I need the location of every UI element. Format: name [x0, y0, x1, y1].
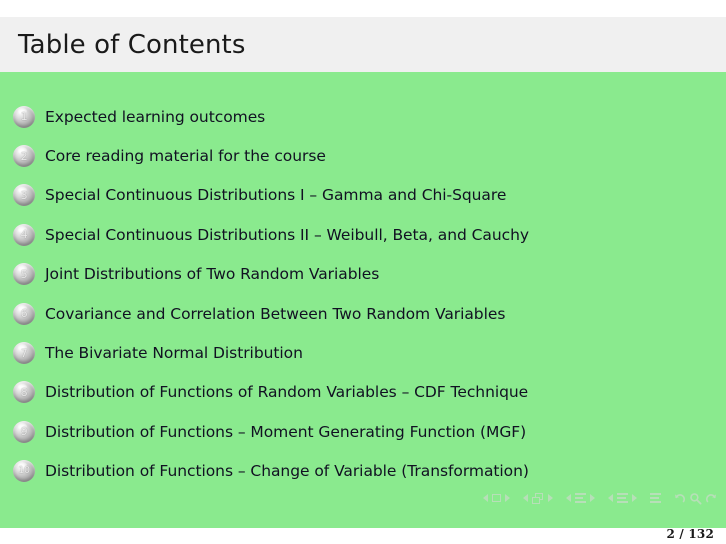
slide-body: 1 Expected learning outcomes 2 Core read… [0, 72, 726, 528]
toc-item-8[interactable]: 8 Distribution of Functions of Random Va… [0, 373, 726, 412]
page-title: Table of Contents [18, 29, 246, 60]
bottom-margin-strip [0, 528, 726, 544]
prev-section-icon[interactable] [608, 494, 613, 502]
search-icon[interactable] [689, 492, 702, 505]
next-subsection-icon[interactable] [590, 494, 595, 502]
beamer-navigation-bar[interactable] [481, 490, 718, 506]
toc-item-label: Distribution of Functions of Random Vari… [45, 383, 529, 402]
toc-bullet-number-icon: 4 [13, 223, 35, 246]
prev-frame-icon[interactable] [523, 494, 528, 502]
toc-item-9[interactable]: 9 Distribution of Functions – Moment Gen… [0, 412, 726, 451]
presentation-navigation-group[interactable] [648, 493, 663, 503]
page-number: 2 / 132 [666, 527, 714, 541]
toc-bullet-number-icon: 7 [13, 342, 35, 365]
next-section-icon[interactable] [632, 494, 637, 502]
toc-item-label: The Bivariate Normal Distribution [45, 344, 303, 363]
toc-item-label: Core reading material for the course [45, 147, 326, 166]
toc-item-1[interactable]: 1 Expected learning outcomes [0, 97, 726, 136]
section-icon[interactable] [617, 493, 628, 503]
toc-bullet-number-icon: 3 [13, 184, 35, 207]
next-frame-icon[interactable] [548, 494, 553, 502]
subsection-icon[interactable] [575, 493, 586, 503]
history-navigation-group[interactable] [673, 492, 718, 505]
toc-bullet-number-icon: 8 [13, 381, 35, 404]
subsection-navigation-group[interactable] [564, 493, 597, 503]
section-navigation-group[interactable] [606, 493, 639, 503]
presentation-icon[interactable] [650, 493, 661, 503]
slide-navigation-group[interactable] [481, 494, 512, 502]
toc-bullet-number-icon: 2 [13, 145, 35, 168]
toc-item-2[interactable]: 2 Core reading material for the course [0, 136, 726, 175]
frame-icon[interactable] [532, 492, 544, 504]
toc-item-label: Distribution of Functions – Moment Gener… [45, 422, 527, 441]
toc-item-3[interactable]: 3 Special Continuous Distributions I – G… [0, 176, 726, 215]
toc-item-label: Covariance and Correlation Between Two R… [45, 304, 506, 323]
toc-item-label: Joint Distributions of Two Random Variab… [45, 265, 380, 284]
toc-item-label: Special Continuous Distributions II – We… [45, 225, 530, 244]
forward-icon[interactable] [705, 492, 718, 505]
toc-bullet-number-icon: 10 [13, 460, 35, 483]
back-icon[interactable] [673, 492, 686, 505]
toc-bullet-number-icon: 1 [13, 105, 35, 128]
toc-item-6[interactable]: 6 Covariance and Correlation Between Two… [0, 294, 726, 333]
next-slide-icon[interactable] [505, 494, 510, 502]
toc-item-label: Special Continuous Distributions I – Gam… [45, 186, 507, 205]
frame-title-bar: Table of Contents [0, 17, 726, 72]
toc-bullet-number-icon: 5 [13, 263, 35, 286]
toc-item-10[interactable]: 10 Distribution of Functions – Change of… [0, 452, 726, 491]
slide-icon[interactable] [492, 494, 501, 502]
top-margin-strip [0, 0, 726, 17]
prev-subsection-icon[interactable] [566, 494, 571, 502]
toc-item-label: Distribution of Functions – Change of Va… [45, 462, 529, 481]
toc-bullet-number-icon: 6 [13, 302, 35, 325]
toc-item-label: Expected learning outcomes [45, 107, 266, 126]
toc-item-7[interactable]: 7 The Bivariate Normal Distribution [0, 333, 726, 372]
frame-navigation-group[interactable] [521, 492, 555, 504]
table-of-contents-list: 1 Expected learning outcomes 2 Core read… [0, 97, 726, 491]
toc-item-5[interactable]: 5 Joint Distributions of Two Random Vari… [0, 255, 726, 294]
toc-item-4[interactable]: 4 Special Continuous Distributions II – … [0, 215, 726, 254]
prev-slide-icon[interactable] [483, 494, 488, 502]
toc-bullet-number-icon: 9 [13, 420, 35, 443]
